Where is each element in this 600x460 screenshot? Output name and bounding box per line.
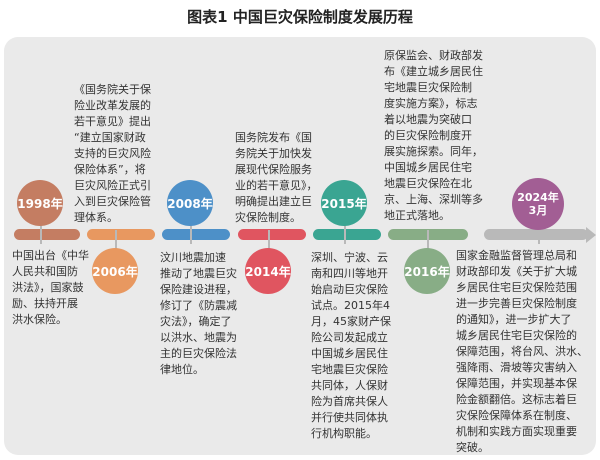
milestone-text-1998: 中国出台《中华 人民共和国防 洪法》，国家鼓 励、扶持开展 洪水保险。 — [12, 249, 89, 326]
milestone-node-2024: 2024年 3月 — [512, 178, 564, 230]
connector-2024 — [538, 222, 540, 244]
milestone-date: 1998年 — [17, 196, 63, 211]
milestone-text-2024: 国家金融监督管理总局和 财政部印发《关于扩大城 乡居民住宅巨灾保险范围 进一步完… — [456, 249, 588, 454]
connector-2016 — [427, 230, 429, 250]
milestone-node-2014: 2014年 — [245, 248, 291, 294]
milestone-date: 2015年 — [321, 196, 367, 211]
milestone-date: 2016年 — [404, 264, 450, 279]
milestone-date: 2024年 3月 — [517, 191, 559, 217]
timeline-panel — [4, 37, 596, 455]
connector-2006 — [115, 230, 117, 250]
milestone-text-2014: 国务院发布《国 务院关于加快发 展现代保险服务 业的若干意见》， 明确提出建立巨… — [235, 131, 318, 224]
connector-2014 — [268, 230, 270, 250]
milestone-node-2015: 2015年 — [321, 180, 367, 226]
figure-title: 图表1 中国巨灾保险制度发展历程 — [187, 8, 413, 26]
milestone-node-2008: 2008年 — [167, 180, 213, 226]
connector-2008 — [190, 222, 192, 244]
milestone-date: 2014年 — [245, 264, 291, 279]
milestone-text-2008: 汶川地震加速 推动了地震巨灾 保险建设进程， 修订了《防震减 灾法》，确定了 以… — [160, 251, 237, 376]
timeline-segment-2008 — [162, 229, 230, 240]
connector-1998 — [40, 222, 42, 244]
milestone-node-1998: 1998年 — [17, 180, 63, 226]
timeline-segment-2006 — [87, 229, 155, 240]
milestone-text-2015: 深圳、宁波、云 南和四川等地开 始启动巨灾保险 试点。2015年4 月，45家财… — [311, 251, 391, 440]
timeline-segment-1998 — [14, 229, 80, 240]
milestone-date: 2008年 — [167, 196, 213, 211]
milestone-date: 2006年 — [92, 264, 138, 279]
timeline-segment-2015 — [313, 229, 381, 240]
timeline-segment-2024 — [484, 229, 588, 240]
milestone-text-2006: 《国务院关于保 险业改革发展的 若干意见》提出 “建立国家财政 支持的巨灾风险 … — [74, 83, 151, 224]
milestone-node-2006: 2006年 — [92, 248, 138, 294]
timeline-arrow — [586, 227, 596, 243]
connector-2015 — [344, 222, 346, 244]
milestone-text-2016: 原保监会、财政部发 布《建立城乡居民住 宅地震巨灾保险制 度实施方案》，标志 着… — [384, 49, 483, 222]
milestone-node-2016: 2016年 — [404, 248, 450, 294]
timeline-segment-2014 — [238, 229, 306, 240]
